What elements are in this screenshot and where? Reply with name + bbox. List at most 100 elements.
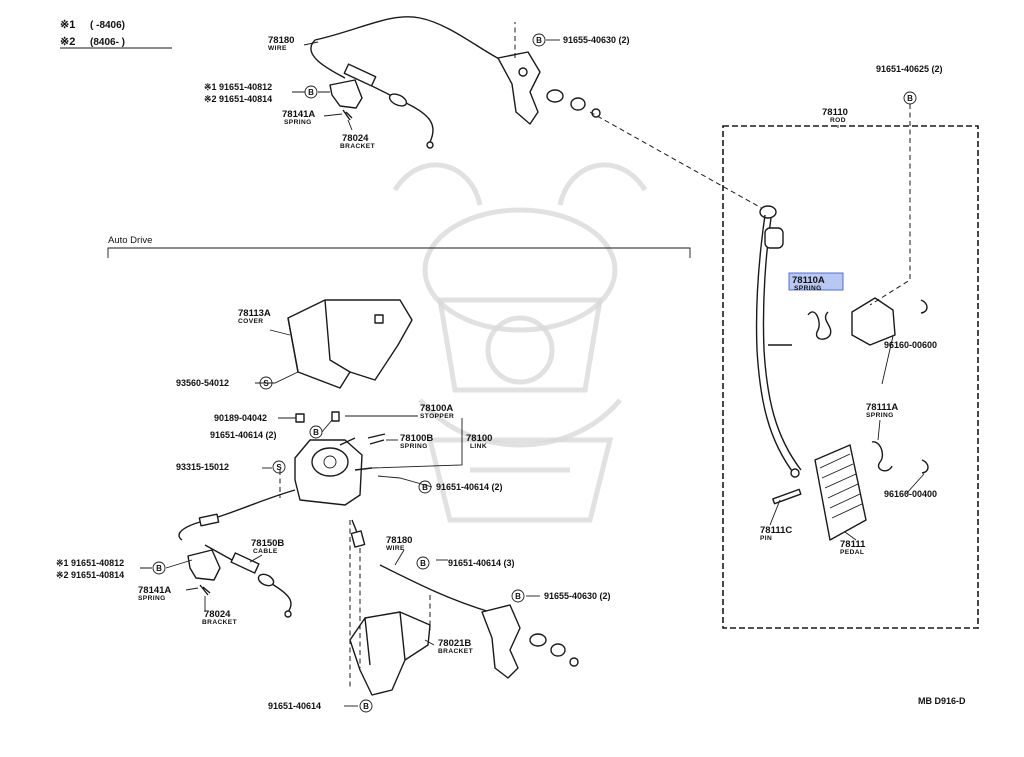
label-78100: 78100 <box>466 433 492 444</box>
label-bracket-top: BRACKET <box>340 143 375 150</box>
wire-to-rod-dashed-link <box>589 111 766 211</box>
label-78110: 78110 <box>822 107 848 118</box>
label-78100a: 78100A <box>420 403 453 414</box>
section-bracket-line <box>107 247 691 258</box>
label-78111c: 78111C <box>760 525 792 536</box>
lower-wire-assembly <box>349 519 579 696</box>
label-96160-00600: 96160-00600 <box>884 340 937 350</box>
label-91651-40812-top: ※1 91651-40812 <box>204 82 272 92</box>
b-symbol-icon <box>152 561 166 575</box>
label-78110a: 78110A <box>792 275 825 286</box>
b-symbol-icon <box>359 699 373 713</box>
label-91655-top: 91655-40630 (2) <box>563 35 630 45</box>
svg-text:S: S <box>276 463 282 472</box>
lower-cable-assembly <box>178 489 296 618</box>
svg-text:B: B <box>363 702 369 711</box>
top-throttle-bracket <box>497 51 541 125</box>
label-78111: 78111 <box>840 539 866 550</box>
label-spring-top: SPRING <box>284 119 312 126</box>
lower-spring-coil <box>199 584 211 596</box>
lower-wire-cable <box>379 564 491 613</box>
label-93560-54012: 93560-54012 <box>176 378 229 388</box>
label-bracket-low: BRACKET <box>202 619 237 626</box>
svg-text:B: B <box>420 559 426 568</box>
bracket-dashed-guide <box>869 104 911 306</box>
label-78180-low: 78180 <box>386 535 412 546</box>
svg-text:B: B <box>422 483 428 492</box>
label-spring-low: SPRING <box>138 595 166 602</box>
label-91651-40614-c: 91651-40614 (3) <box>448 558 515 568</box>
diagram-code: MB D916-D <box>918 696 966 706</box>
b-symbol-icon <box>416 556 430 570</box>
svg-text:B: B <box>536 36 542 45</box>
label-cover: COVER <box>238 318 263 325</box>
label-96160-00400: 96160-00400 <box>884 489 937 499</box>
label-wire-top: WIRE <box>268 45 287 52</box>
label-91651-40614-d: 91651-40614 <box>268 701 321 711</box>
label-78021b: 78021B <box>438 638 471 649</box>
top-wire-assembly <box>310 16 601 149</box>
label-pedal: PEDAL <box>840 549 864 556</box>
top-wire-bracket <box>329 79 363 109</box>
b-symbol-icon <box>532 33 546 47</box>
b-symbol-icon <box>418 480 432 494</box>
legend: ※1 ( -8406) ※2 (8406- ) <box>60 19 172 49</box>
pedal-return-spring <box>871 441 893 472</box>
highlight-78110a <box>788 272 844 291</box>
accelerator-pedal <box>814 444 867 541</box>
label-78141a-top: 78141A <box>282 109 315 120</box>
label-91651-40814-top: ※2 91651-40814 <box>204 94 272 104</box>
b-symbol-icon <box>511 589 525 603</box>
label-link: LINK <box>470 443 487 450</box>
legend-mark-2: ※2 <box>60 36 75 48</box>
label-91651-40614-b: 91651-40614 (2) <box>436 482 503 492</box>
label-cable: CABLE <box>253 548 278 555</box>
label-stopper: STOPPER <box>420 413 454 420</box>
legend-range-1: ( -8406) <box>90 20 125 31</box>
label-spring-pedal: SPRING <box>866 412 894 419</box>
rod-bushing <box>764 227 784 249</box>
label-rod: ROD <box>830 117 846 124</box>
b-symbol-icon <box>903 91 917 105</box>
rod-shaft <box>755 214 796 476</box>
label-91651-40814-low: ※2 91651-40814 <box>56 570 124 580</box>
top-wire-cable <box>314 16 506 63</box>
legend-range-2: (8406- ) <box>90 37 125 48</box>
label-91651-40812-low: ※1 91651-40812 <box>56 558 124 568</box>
label-78150b: 78150B <box>251 538 284 549</box>
actuator-link-assembly <box>294 411 386 506</box>
s-symbol-icon <box>259 376 273 390</box>
label-78111a: 78111A <box>866 402 898 413</box>
label-91651-40614-a: 91651-40614 (2) <box>210 430 277 440</box>
auto-drive-cover <box>287 299 413 389</box>
clip-upper <box>920 299 928 314</box>
label-91651-40625: 91651-40625 (2) <box>876 64 943 74</box>
leader-lines <box>140 39 925 707</box>
svg-text:B: B <box>515 592 521 601</box>
b-symbol-icon <box>309 425 323 439</box>
lower-cable-sleeve <box>230 552 260 574</box>
part-labels: 78180 WIRE B 91655-40630 (2) ※1 91651-40… <box>56 33 966 713</box>
label-spring-hl: SPRING <box>794 285 822 292</box>
lower-cable <box>178 489 296 541</box>
svg-text:B: B <box>907 94 913 103</box>
legend-mark-1: ※1 <box>60 19 75 31</box>
lower-cable-bracket <box>187 549 221 581</box>
label-78024-top: 78024 <box>342 133 369 144</box>
top-wire-sleeve <box>343 63 377 87</box>
samurai-helmet-watermark <box>392 162 648 523</box>
label-wire-low: WIRE <box>386 545 405 552</box>
label-78180-top: 78180 <box>268 35 294 46</box>
pedal-pin <box>772 488 802 505</box>
top-spring-coil <box>342 109 353 121</box>
lower-throttle-bracket <box>481 604 521 679</box>
label-91655-low: 91655-40630 (2) <box>544 591 611 601</box>
accelerator-rod <box>755 205 802 478</box>
pedal-assembly-frame <box>722 125 979 629</box>
link-spring-coil <box>367 433 386 445</box>
clip-lower <box>921 459 929 474</box>
label-spring-link: SPRING <box>400 443 428 450</box>
s-symbol-icon <box>272 460 286 474</box>
